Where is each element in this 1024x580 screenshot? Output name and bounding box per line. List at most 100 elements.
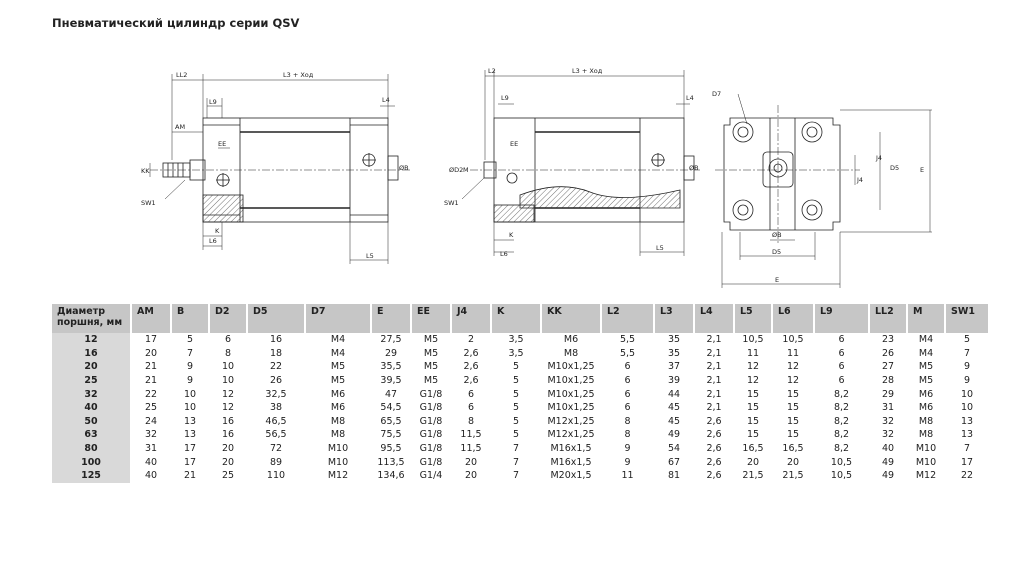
table-cell: 2,6 xyxy=(452,360,492,374)
table-cell: 6 xyxy=(602,400,655,415)
table-cell: 67 xyxy=(655,455,695,469)
table-cell: 2,6 xyxy=(452,346,492,361)
dim-label: ØD2 xyxy=(449,166,463,174)
table-cell: M5 xyxy=(412,360,452,374)
table-cell: 9 xyxy=(946,373,990,388)
table-cell: 10,5 xyxy=(735,333,773,347)
table-cell: 8,2 xyxy=(815,428,870,442)
table-cell: 2,1 xyxy=(695,333,735,347)
table-cell: 8,2 xyxy=(815,387,870,401)
table-cell: 13 xyxy=(172,414,210,429)
table-cell: M5 xyxy=(412,346,452,361)
table-cell: M5 xyxy=(412,373,452,388)
table-cell: 8 xyxy=(210,346,248,361)
table-cell: 21 xyxy=(132,373,172,388)
table-cell: G1/8 xyxy=(412,387,452,401)
table-cell: 27 xyxy=(870,360,908,374)
table-cell: 2,6 xyxy=(695,414,735,429)
table-cell: M8 xyxy=(908,428,946,442)
bore-diameter-cell: 16 xyxy=(52,346,132,361)
table-cell: M6 xyxy=(306,387,372,401)
table-cell: 20 xyxy=(210,441,248,456)
dim-label: L9 xyxy=(501,94,509,102)
table-cell: M8 xyxy=(306,428,372,442)
table-cell: 20 xyxy=(735,455,773,469)
dim-label: L5 xyxy=(366,252,374,260)
table-cell: 11,5 xyxy=(452,428,492,442)
table-cell: 39,5 xyxy=(372,373,412,388)
table-cell: M4 xyxy=(908,333,946,347)
table-cell: M4 xyxy=(306,346,372,361)
table-cell: 2,6 xyxy=(452,373,492,388)
table-cell: 17 xyxy=(172,455,210,469)
table-cell: 32 xyxy=(132,428,172,442)
table-cell: M5 xyxy=(908,373,946,388)
table-cell: 2 xyxy=(452,333,492,347)
dim-label: L6 xyxy=(500,250,508,258)
table-cell: 16,5 xyxy=(735,441,773,456)
table-cell: 31 xyxy=(132,441,172,456)
table-cell: G1/8 xyxy=(412,400,452,415)
table-cell: M8 xyxy=(542,346,602,361)
table-cell: 21,5 xyxy=(735,468,773,483)
table-cell: 54 xyxy=(655,441,695,456)
table-cell: 12 xyxy=(210,400,248,415)
view2-labels: L2 L3 + Ход L4 L9 EE ØD2 M SW1 K L6 L5 Ø… xyxy=(444,67,699,258)
column-header: AM xyxy=(132,304,172,333)
table-cell: 32 xyxy=(870,428,908,442)
table-cell: 5 xyxy=(492,373,542,388)
table-cell: 2,6 xyxy=(695,468,735,483)
table-cell: M12x1,25 xyxy=(542,428,602,442)
table-cell: 10,5 xyxy=(815,468,870,483)
table-cell: M10x1,25 xyxy=(542,360,602,374)
column-header: L6 xyxy=(773,304,815,333)
table-cell: M6 xyxy=(306,400,372,415)
dim-label: AM xyxy=(175,123,185,131)
table-cell: 49 xyxy=(870,455,908,469)
table-cell: 8 xyxy=(602,428,655,442)
table-cell: 10 xyxy=(172,387,210,401)
dim-label: SW1 xyxy=(141,199,156,207)
table-cell: 17 xyxy=(132,333,172,347)
technical-drawing: LL2 L3 + Ход L4 L9 AM EE KK SW1 K L6 L5 … xyxy=(141,67,932,288)
table-cell: M6 xyxy=(908,400,946,415)
table-cell: M5 xyxy=(412,333,452,347)
dim-label: K xyxy=(509,231,514,239)
dim-label: EE xyxy=(218,140,226,148)
table-cell: 134,6 xyxy=(372,468,412,483)
table-cell: 46,5 xyxy=(248,414,306,429)
table-cell: 2,1 xyxy=(695,373,735,388)
column-header: B xyxy=(172,304,210,333)
table-cell: 12 xyxy=(735,373,773,388)
dim-label: L4 xyxy=(382,96,390,104)
table-cell: 20 xyxy=(452,455,492,469)
table-cell: 6 xyxy=(602,360,655,374)
table-cell: 40 xyxy=(132,455,172,469)
table-cell: 25 xyxy=(132,400,172,415)
table-cell: M10 xyxy=(908,455,946,469)
table-cell: M5 xyxy=(908,360,946,374)
table-cell: 8,2 xyxy=(815,441,870,456)
view3-labels: D7 J4 D5 E J4 ØB D5 E xyxy=(712,90,924,284)
table-cell: 5 xyxy=(492,387,542,401)
dim-label: D7 xyxy=(712,90,721,98)
table-cell: M12 xyxy=(908,468,946,483)
table-cell: 8,2 xyxy=(815,400,870,415)
column-header: D5 xyxy=(248,304,306,333)
dim-label: E xyxy=(775,276,779,284)
dim-label: L2 xyxy=(488,67,496,75)
table-cell: M6 xyxy=(908,387,946,401)
table-cell: 35 xyxy=(655,333,695,347)
table-cell: 15 xyxy=(773,428,815,442)
table-cell: 10 xyxy=(946,400,990,415)
table-cell: 5 xyxy=(172,333,210,347)
table-cell: 20 xyxy=(210,455,248,469)
table-cell: 39 xyxy=(655,373,695,388)
